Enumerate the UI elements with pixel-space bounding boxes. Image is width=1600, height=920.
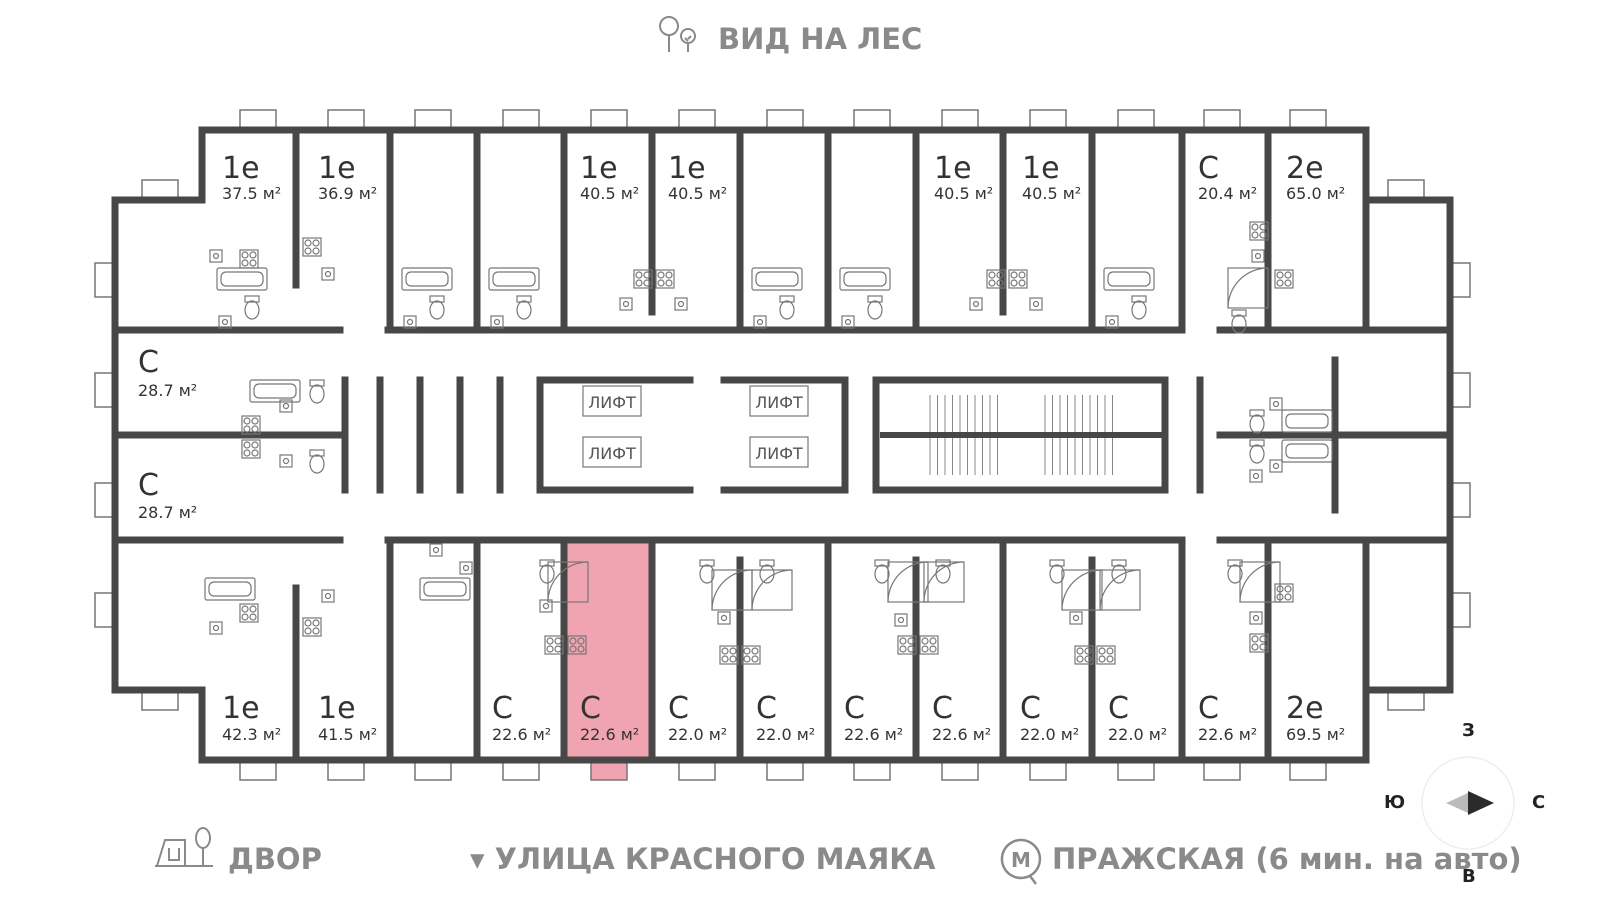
apartment-area: 22.0 м² [1108, 725, 1167, 744]
apartment-area: 22.0 м² [756, 725, 815, 744]
apartment-type: 1е [668, 151, 706, 186]
apartment-type: С [844, 691, 865, 726]
apartment-area: 22.6 м² [844, 725, 903, 744]
apartment-type: С [756, 691, 777, 726]
elevator-box [749, 385, 809, 417]
apartment-type: 2е [1286, 691, 1324, 726]
compass-arrow-icon [1421, 756, 1515, 850]
street-label: ▾ УЛИЦА КРАСНОГО МАЯКА [470, 842, 936, 876]
compass-south: В [1462, 866, 1476, 887]
trees-icon [659, 16, 696, 52]
walls [111, 126, 1454, 764]
apartment-area: 41.5 м² [318, 725, 377, 744]
apartment-area: 28.7 м² [138, 381, 197, 400]
staircase [880, 395, 1165, 475]
apartment-type: С [138, 468, 159, 503]
apartment-type: С [1198, 151, 1219, 186]
apartment-area: 22.0 м² [1020, 725, 1079, 744]
apartment-type: С [580, 691, 601, 726]
elevators: ЛИФТ ЛИФТ ЛИФТ ЛИФТ [582, 385, 809, 468]
svg-text:М: М [1011, 848, 1031, 872]
apartment-type: 1е [222, 151, 260, 186]
apartment-type: С [138, 345, 159, 380]
fixtures [204, 221, 1333, 665]
compass-west: Ю [1384, 792, 1406, 813]
apartment-area: 22.0 м² [668, 725, 727, 744]
apartment-type: 1е [222, 691, 260, 726]
elevator-box [582, 385, 642, 417]
playground-icon [155, 827, 213, 867]
apartment-type: С [1108, 691, 1129, 726]
apartment-type: 1е [580, 151, 618, 186]
apartment-area: 40.5 м² [934, 184, 993, 203]
elevator-box [582, 436, 642, 468]
apartment-area: 22.6 м² [580, 725, 639, 744]
elevator-label: ЛИФТ [588, 444, 636, 463]
apartment-area: 22.6 м² [932, 725, 991, 744]
apartment-type: 2е [1286, 151, 1324, 186]
apartment-type: 1е [318, 691, 356, 726]
apartment-area: 40.5 м² [668, 184, 727, 203]
apartment-type: С [932, 691, 953, 726]
elevator-box [749, 436, 809, 468]
apartment-area: 69.5 м² [1286, 725, 1345, 744]
metro-icon: М [1000, 838, 1042, 885]
elevator-label: ЛИФТ [755, 444, 803, 463]
header-title: ВИД НА ЛЕС [718, 22, 923, 56]
apartment-area: 22.6 м² [1198, 725, 1257, 744]
elevator-label: ЛИФТ [588, 393, 636, 412]
apartment-area: 36.9 м² [318, 184, 377, 203]
yard-label: ДВОР [228, 842, 322, 876]
metro-label: ПРАЖСКАЯ (6 мин. на авто) [1052, 842, 1522, 876]
apartment-area: 42.3 м² [222, 725, 281, 744]
apartment-area: 22.6 м² [492, 725, 551, 744]
apartment-type: 1е [318, 151, 356, 186]
highlighted-apartment [566, 538, 652, 760]
apartment-area: 65.0 м² [1286, 184, 1345, 203]
apartment-area: 37.5 м² [222, 184, 281, 203]
apartment-type: С [1020, 691, 1041, 726]
apartment-type: С [492, 691, 513, 726]
compass-east: С [1532, 792, 1546, 813]
apartment-type: С [1198, 691, 1219, 726]
apartment-area: 28.7 м² [138, 503, 197, 522]
apartment-area: 40.5 м² [1022, 184, 1081, 203]
apartment-type: 1е [1022, 151, 1060, 186]
apartment-area: 40.5 м² [580, 184, 639, 203]
apartment-area: 20.4 м² [1198, 184, 1257, 203]
elevator-label: ЛИФТ [755, 393, 803, 412]
apartment-type: С [668, 691, 689, 726]
compass-north: З [1462, 720, 1475, 741]
apartment-type: 1е [934, 151, 972, 186]
